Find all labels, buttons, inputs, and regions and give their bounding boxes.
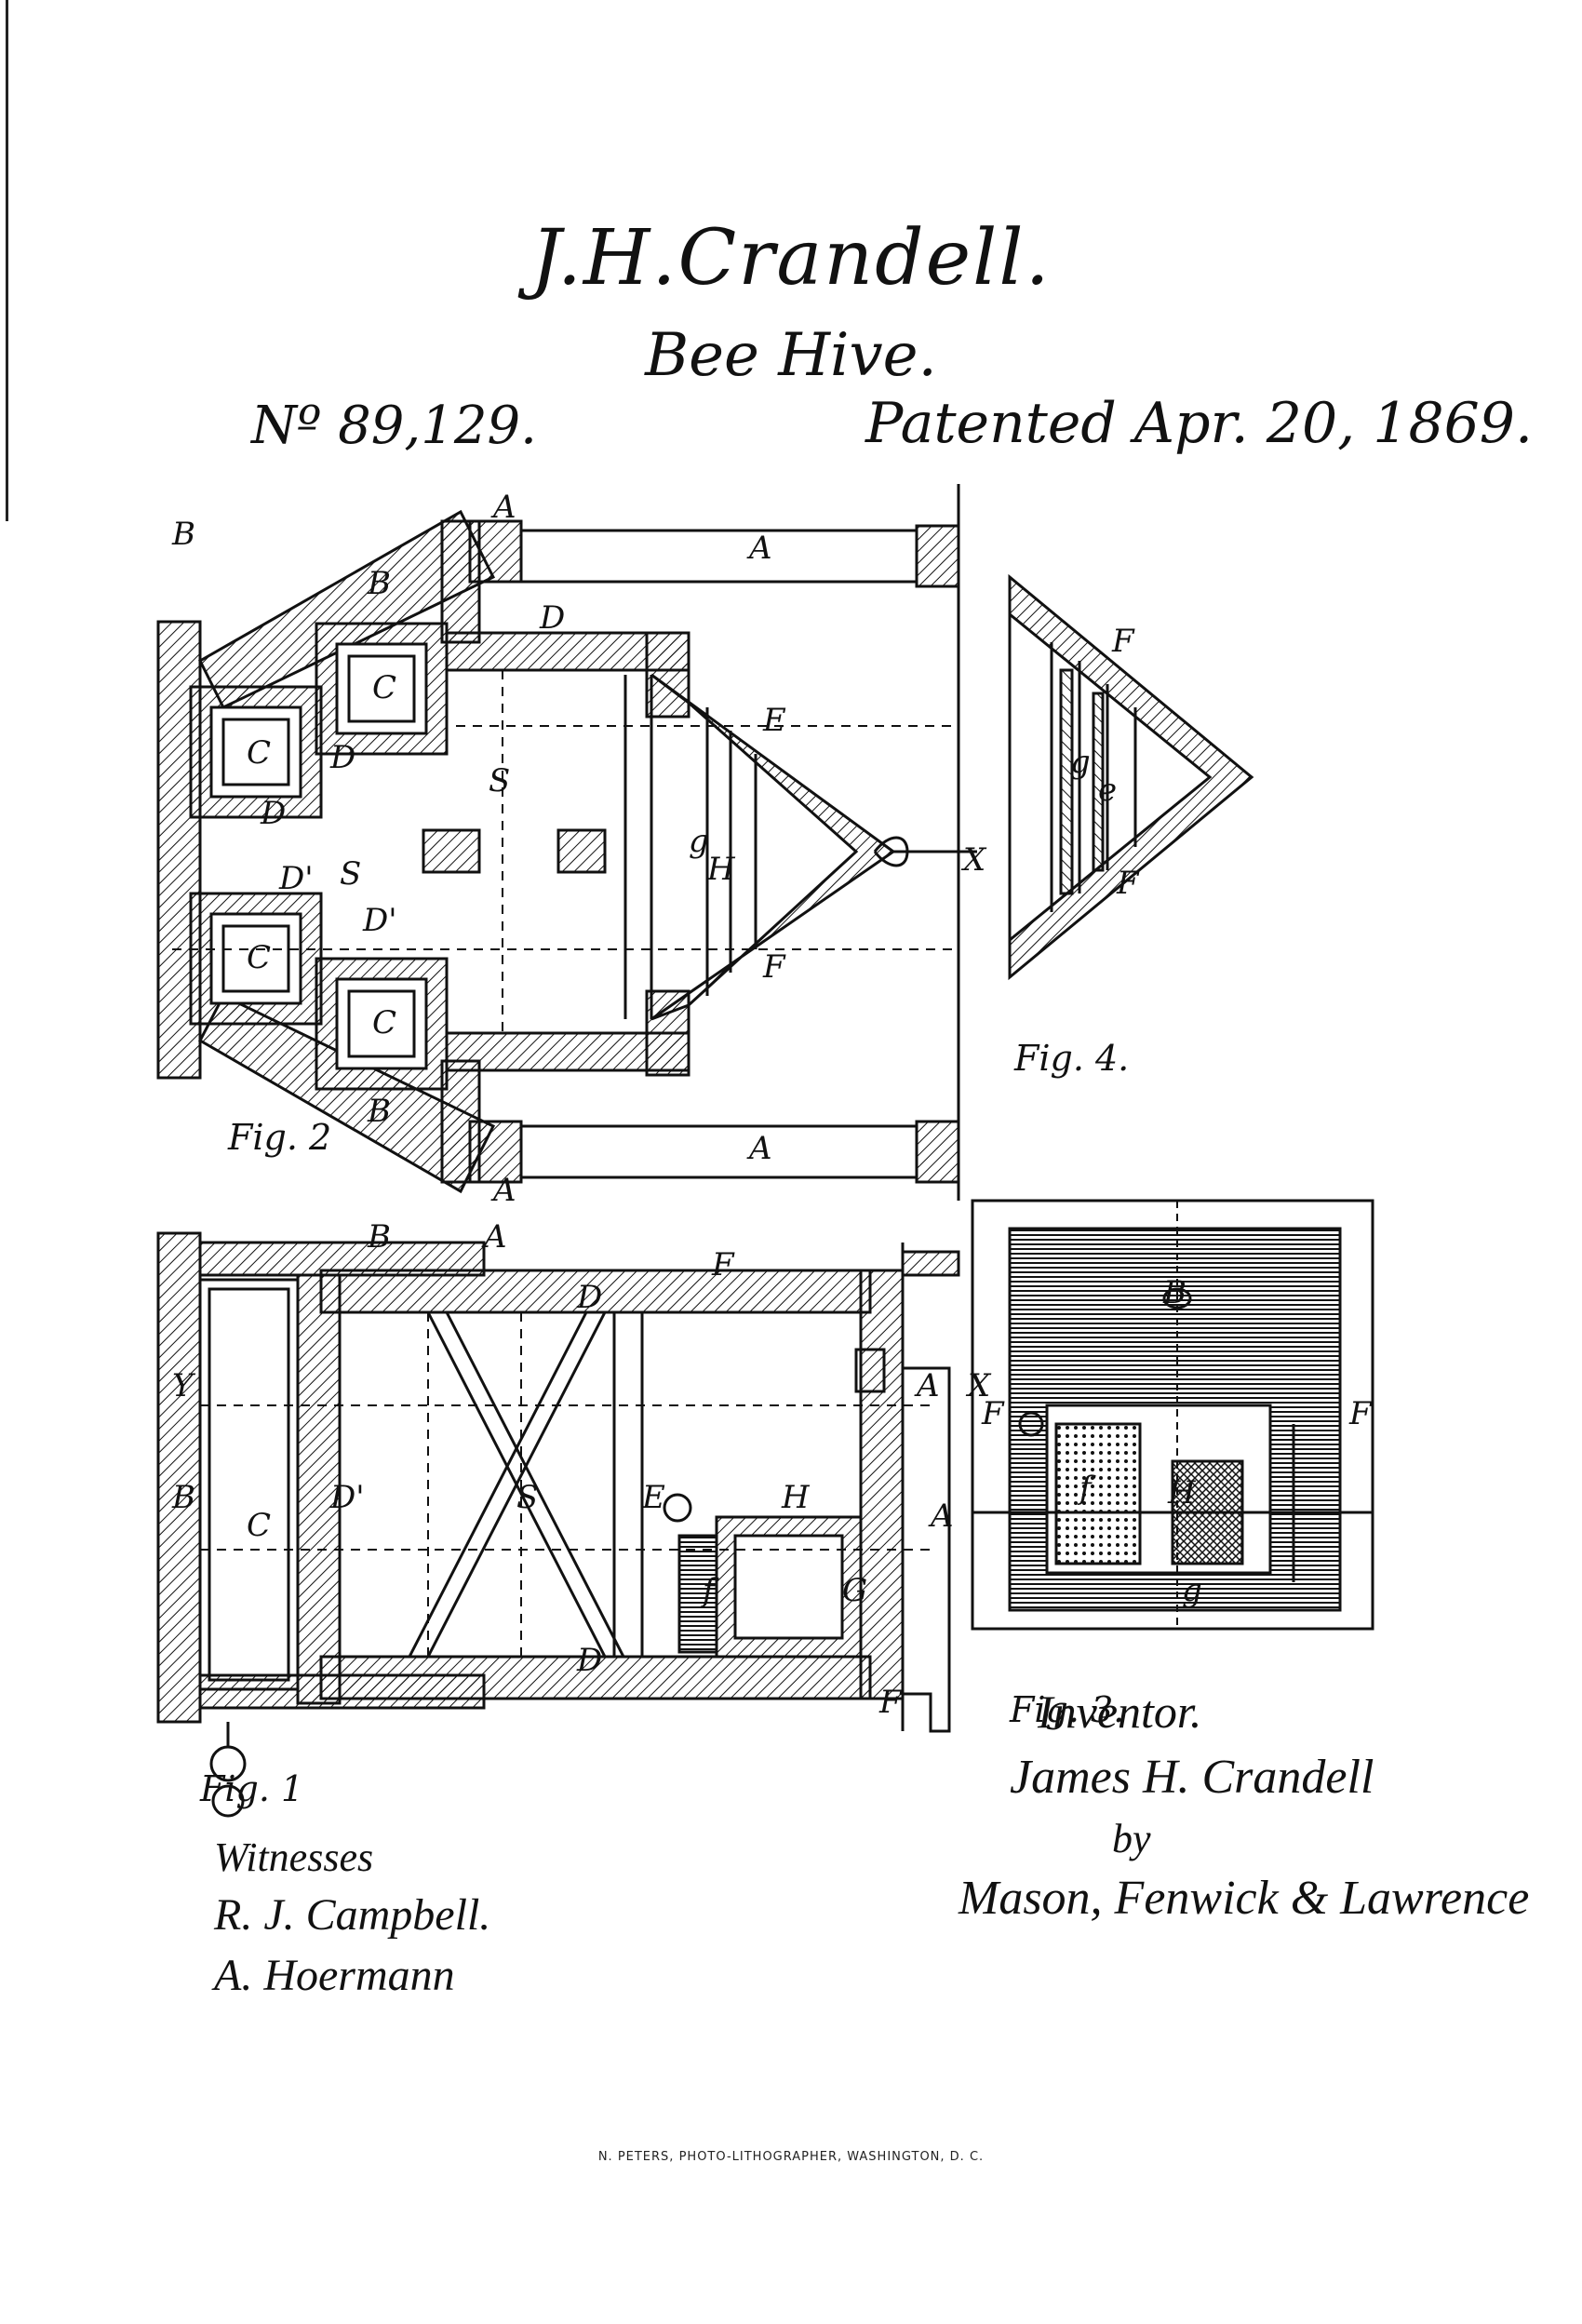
- label-c-fig2-3: C: [247, 939, 271, 976]
- figure-2-caption: Fig. 2: [227, 1117, 331, 1158]
- label-d-fig2-2: D: [260, 795, 286, 832]
- witnesses-heading: Witnesses: [214, 1834, 374, 1880]
- label-h-fig3: H: [1167, 1474, 1197, 1511]
- label-a-fig1-top: A: [481, 1218, 507, 1256]
- figure-4-labels: F g e F Fig. 4.: [1013, 623, 1140, 1079]
- figure-4-caption: Fig. 4.: [1013, 1038, 1129, 1079]
- label-g-fig4: g: [1070, 744, 1091, 781]
- figure-2-drawing: [156, 484, 977, 1201]
- label-f-fig3-left: F: [981, 1395, 1005, 1432]
- label-h-fig2: H: [706, 851, 736, 888]
- label-f-fig1-top: F: [711, 1246, 735, 1283]
- label-g-fig1: G: [842, 1572, 867, 1609]
- figure-2-labels: A A A A B B B C C C C D D D D' D' S S E …: [171, 489, 987, 1209]
- label-f-fig2: F: [762, 948, 786, 986]
- label-b-fig3: B: [1162, 1274, 1186, 1311]
- label-a-fig1-lower: A: [928, 1498, 954, 1535]
- scan-edge-line: [6, 0, 8, 521]
- witness-signature-2: A. Hoermann: [214, 1951, 455, 2000]
- inventor-name-heading: J.H.Crandell.: [530, 214, 1052, 302]
- witness-signature-1: R. J. Campbell.: [214, 1890, 491, 1940]
- invention-title: Bee Hive.: [645, 321, 937, 390]
- label-y-fig1: Y: [172, 1367, 196, 1404]
- label-x-fig1: X: [965, 1367, 992, 1404]
- inventor-signature: James H. Crandell: [1010, 1751, 1374, 1804]
- label-b-fig2-bottom: B: [367, 1093, 391, 1130]
- label-f-fig1-bottom: F: [878, 1684, 903, 1721]
- label-e-fig4: e: [1098, 772, 1117, 809]
- label-dprime-fig2-2: D': [362, 902, 397, 939]
- label-dprime-fig1: D': [329, 1479, 365, 1516]
- by-text: by: [1112, 1816, 1151, 1861]
- label-g-fig2: g: [689, 823, 709, 860]
- figure-3-caption: Fig. 3.: [1009, 1689, 1124, 1730]
- label-c-fig2-1: C: [372, 669, 396, 706]
- label-d-fig1-bottom: D: [576, 1642, 602, 1679]
- inventor-heading: Inventor.: [1038, 1686, 1202, 1738]
- figure-1-caption: Fig. 1: [199, 1768, 303, 1809]
- label-c-fig2-4: C: [372, 1004, 396, 1041]
- label-f-fig4-bottom: F: [1116, 865, 1140, 902]
- figure-3-labels: F F f H g B Fig. 3.: [981, 1274, 1373, 1730]
- label-a-fig2-bottom: A: [490, 1172, 516, 1209]
- label-b-fig2-left: B: [171, 516, 195, 553]
- label-s-fig2-1: S: [489, 762, 510, 799]
- label-g-fig3: g: [1182, 1572, 1202, 1609]
- label-s-fig2-2: S: [340, 855, 361, 893]
- label-b-fig1-top: B: [367, 1218, 391, 1256]
- label-c-fig2-2: C: [247, 734, 271, 772]
- label-a-fig1-right: A: [914, 1367, 940, 1404]
- label-f-fig4-top: F: [1111, 623, 1135, 660]
- lithographer-credit: N. PETERS, PHOTO-LITHOGRAPHER, WASHINGTO…: [597, 2150, 985, 2164]
- patent-number: Nº 89,129.: [251, 396, 537, 456]
- figure-4-drawing: [1008, 573, 1254, 981]
- label-a-fig2-rail-bottom: A: [746, 1130, 772, 1167]
- label-d-fig2-top: D: [539, 599, 565, 637]
- label-b-fig2-top: B: [367, 565, 391, 602]
- figure-3-drawing: [971, 1199, 1374, 1631]
- label-c-fig1: C: [247, 1507, 271, 1544]
- label-a-fig2-rail-top: A: [746, 530, 772, 567]
- label-d-fig1-top: D: [576, 1279, 602, 1316]
- patent-date: Patented Apr. 20, 1869.: [865, 391, 1534, 456]
- figure-1-drawing: [156, 1231, 960, 1818]
- figure-1-labels: B A F D Y B C D' S E H G f D A A F X Fig…: [171, 1218, 992, 1809]
- attorneys-signature: Mason, Fenwick & Lawrence: [959, 1872, 1530, 1925]
- label-h-fig1: H: [781, 1479, 811, 1516]
- label-s-fig1: S: [516, 1479, 538, 1516]
- label-e-fig2-top: E: [762, 702, 786, 739]
- label-a-fig2-top: A: [490, 489, 516, 526]
- label-b-fig1-left: B: [171, 1479, 195, 1516]
- label-f-fig3-right: F: [1348, 1395, 1373, 1432]
- label-dprime-fig2: D': [278, 860, 314, 897]
- label-d-fig2: D: [329, 739, 355, 776]
- label-e-fig1: E: [641, 1479, 665, 1516]
- label-x-fig2: X: [960, 841, 987, 879]
